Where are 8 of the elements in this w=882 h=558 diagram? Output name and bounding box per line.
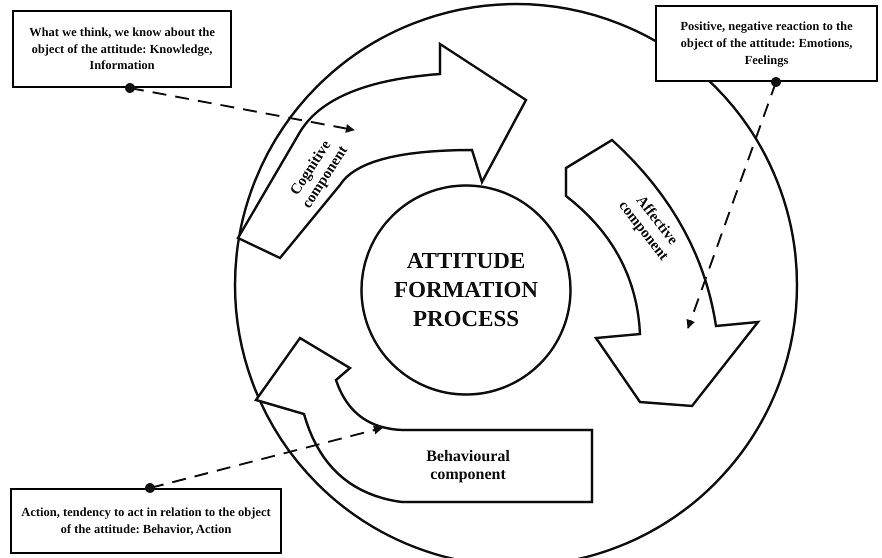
text-box: What we think, we know about the object of the attitude: Knowledge, Information bbox=[12, 10, 232, 88]
leader-arrow bbox=[686, 77, 781, 329]
center-title: ATTITUDE FORMATION PROCESS bbox=[393, 246, 539, 332]
component-label: Behavioural component bbox=[425, 448, 511, 484]
leader-arrow bbox=[125, 83, 355, 133]
text-box: Positive, negative reaction to the object of the attitude: Emotions, Feelings bbox=[655, 5, 878, 82]
text-box: Action, tendency to act in relation to the object of the attitude: Behavior, Action bbox=[10, 488, 282, 554]
leader-arrow bbox=[145, 426, 383, 493]
